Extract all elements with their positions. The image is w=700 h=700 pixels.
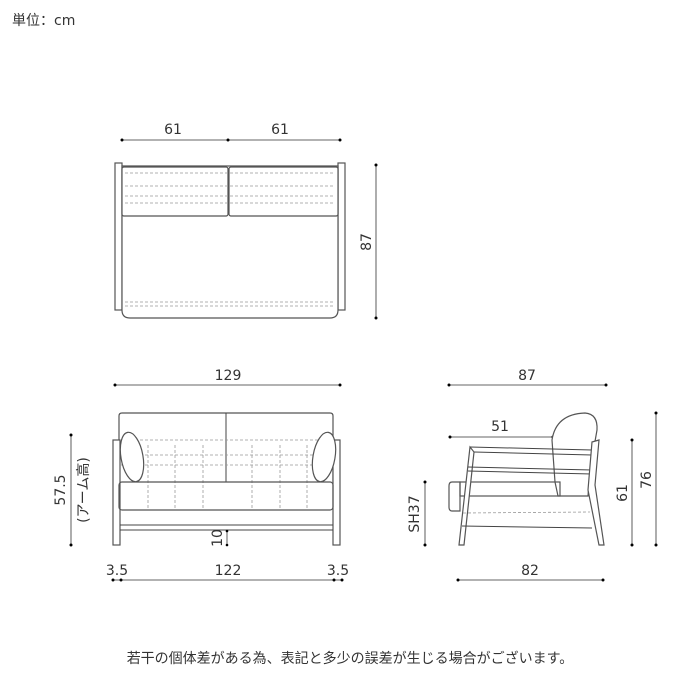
- seat-depth-dim: 51: [491, 419, 509, 435]
- arm-height-note: (アーム高): [75, 457, 92, 523]
- arm-top-dim: 61: [615, 484, 631, 502]
- top-seat-left-dim: 61: [164, 122, 182, 138]
- top-seat-right-dim: 61: [271, 122, 289, 138]
- side-depth-dim: 87: [518, 368, 536, 384]
- footer-note: 若干の個体差がある為、表記と多少の誤差が生じる場合がございます。: [126, 651, 574, 667]
- arm-height-dim: 57.5: [53, 474, 69, 505]
- base-depth-dim: 82: [521, 563, 539, 579]
- arm-right-dim: 3.5: [327, 563, 349, 579]
- clearance-dim: 10: [210, 529, 226, 547]
- height-dim: 76: [639, 471, 655, 489]
- top-view: 61 61 87: [114, 122, 378, 320]
- top-depth-dim: 87: [359, 233, 375, 251]
- side-view: 87 51 SH37 61 76 82: [407, 368, 658, 582]
- arm-left-dim: 3.5: [106, 563, 128, 579]
- front-width-dim: 129: [215, 368, 242, 384]
- seat-height-dim: SH37: [407, 495, 423, 532]
- unit-label: 単位：cm: [12, 13, 76, 29]
- front-view: 129 57.5 (アーム高) 10 3.5 122 3.5: [53, 368, 349, 582]
- inner-width-dim: 122: [215, 563, 242, 579]
